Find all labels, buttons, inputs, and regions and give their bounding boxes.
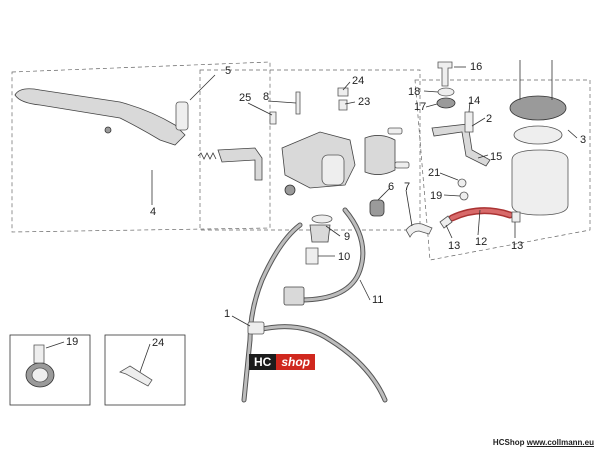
cable-11-inner <box>298 208 365 302</box>
callout-label: 6 <box>388 181 394 193</box>
handlebar-clamp <box>364 135 396 175</box>
callout-label: 4 <box>150 206 156 218</box>
callout-label: 17 <box>414 101 426 113</box>
banjo-fitting <box>309 224 331 243</box>
detail-20-core <box>31 367 49 383</box>
detail-box-20 <box>9 334 91 406</box>
reservoir-cap <box>509 95 567 121</box>
callout-label: 15 <box>490 151 502 163</box>
callout-label: 11 <box>372 294 383 306</box>
callout-label: 25 <box>239 92 251 104</box>
line-splitter <box>247 321 265 335</box>
callout-label: 5 <box>225 65 231 77</box>
connector-plug <box>283 286 305 306</box>
lever-bushing <box>175 101 189 131</box>
reservoir-diaphragm <box>513 125 563 145</box>
callout-label: 7 <box>404 181 410 193</box>
detail-box-24 <box>104 334 186 406</box>
callout-label: 12 <box>475 236 487 248</box>
bleed-screw-22 <box>338 99 348 111</box>
leader-lines <box>45 66 578 373</box>
screw-25 <box>269 111 277 125</box>
hcshop-watermark-logo: HC shop <box>249 354 316 370</box>
reservoir-body <box>511 149 569 216</box>
hose-12-inner <box>450 208 512 220</box>
callout-label: 13 <box>448 240 460 252</box>
lever-screw <box>104 126 112 134</box>
bracket-15 <box>431 123 491 167</box>
callout-label: 2 <box>486 113 492 125</box>
adjuster-bracket <box>217 147 263 181</box>
brake-line-1-inner <box>242 223 302 402</box>
brake-lever <box>14 88 186 146</box>
footer-site[interactable]: www.collmann.eu <box>526 438 594 447</box>
callout-label: 10 <box>338 251 350 263</box>
spring <box>197 152 217 160</box>
detail-24-screw <box>119 365 153 387</box>
callout-label: 19 <box>430 190 442 202</box>
logo-hc: HC <box>249 354 277 370</box>
clamp-13-right <box>511 211 521 223</box>
callout-label: 18 <box>408 86 420 98</box>
callout-label: 24 <box>352 75 364 87</box>
footer-credit: HCShop www.collmann.eu <box>493 438 594 447</box>
bolt-16 <box>437 61 453 87</box>
callout-label: 16 <box>470 61 482 73</box>
cylinder-boss <box>321 154 345 186</box>
group-box-lever <box>11 61 271 233</box>
callout-label: 24 <box>152 337 164 349</box>
callout-label: 19 <box>66 336 78 348</box>
callout-label: 23 <box>358 96 370 108</box>
grommet-17 <box>436 97 456 109</box>
screw-14 <box>464 111 474 133</box>
banjo-bolt-10 <box>305 247 319 265</box>
callout-label: 8 <box>263 91 269 103</box>
cylinder-port <box>284 184 296 196</box>
callout-label: 14 <box>468 95 480 107</box>
callout-label: 13 <box>511 240 523 252</box>
washer-18 <box>437 87 455 97</box>
clamp-screw-bottom <box>394 161 410 169</box>
callout-label: 21 <box>428 167 440 179</box>
cap-23 <box>337 87 349 97</box>
banjo-washer-9 <box>311 214 333 224</box>
callout-label: 3 <box>580 134 586 146</box>
branch-line-inner <box>256 325 387 402</box>
boot-6 <box>369 199 385 217</box>
footer-brand: HCShop <box>492 438 525 447</box>
pin-8 <box>295 91 301 115</box>
callout-label: 1 <box>224 308 230 320</box>
washer-19 <box>459 191 469 201</box>
detail-20-tab <box>33 344 45 364</box>
nut-21 <box>457 178 467 188</box>
clamp-13-left <box>439 215 453 229</box>
callout-label: 9 <box>344 231 350 243</box>
logo-shop: shop <box>276 354 316 370</box>
clamp-screw-top <box>387 127 403 135</box>
fitting-7 <box>405 223 433 238</box>
group-box-reservoir <box>414 79 591 261</box>
